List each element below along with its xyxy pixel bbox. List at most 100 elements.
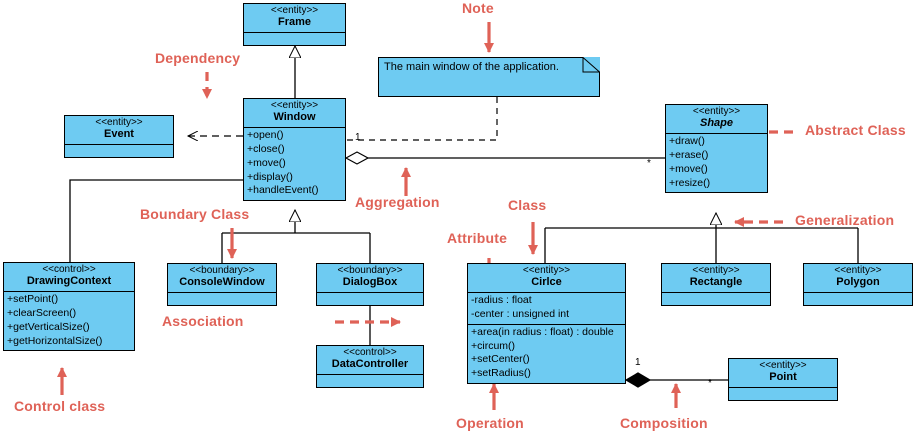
class-name-label: Rectangle <box>689 275 743 288</box>
class-box-window[interactable]: <<entity>> Window +open() +close() +move… <box>243 98 346 202</box>
operation-row: +move() <box>669 162 708 175</box>
class-header-dialogbox: <<boundary>> DialogBox <box>317 264 423 293</box>
stereotype-label: <<entity>> <box>270 5 319 16</box>
operation-row: +setPoint() <box>7 292 59 305</box>
class-header-circle: <<entity>> Cirlce <box>468 264 625 293</box>
operation-row: +getVerticalSize() <box>7 320 90 333</box>
composition-circle-point <box>624 372 728 388</box>
operation-row: +resize() <box>669 176 711 189</box>
class-box-datacontroller[interactable]: <<control>> DataController <box>316 345 424 388</box>
aggregation-window-shape <box>344 151 665 165</box>
operation-row: +circum() <box>471 339 516 352</box>
annotation-dependency: Dependency <box>155 50 241 66</box>
class-box-drawingcontext[interactable]: <<control>> DrawingContext +setPoint() +… <box>3 262 135 352</box>
class-name-label: ConsoleWindow <box>179 275 265 288</box>
operations-compartment: +open() +close() +move() +display() +han… <box>244 128 345 201</box>
note-anchor-line <box>345 97 498 141</box>
attributes-compartment <box>804 293 912 305</box>
multiplicity-window-aggregation: 1 <box>355 132 361 143</box>
operation-row: +setCenter() <box>471 353 530 366</box>
attribute-row: -center : unsigned int <box>471 307 570 320</box>
stereotype-label: <<control>> <box>42 264 96 275</box>
stereotype-label: <<entity>> <box>759 360 807 371</box>
class-header-rectangle: <<entity>> Rectangle <box>662 264 770 293</box>
class-name-label: Frame <box>277 15 312 28</box>
annotation-composition: Composition <box>620 415 708 431</box>
class-name-label: DataController <box>331 357 409 370</box>
operations-compartment: +setPoint() +clearScreen() +getVerticalS… <box>4 292 134 351</box>
operation-row: +setRadius() <box>471 367 531 380</box>
annotation-class: Class <box>508 197 547 213</box>
annotation-note: Note <box>462 0 494 16</box>
operation-row: +handleEvent() <box>247 184 319 197</box>
stereotype-label: <<entity>> <box>95 117 143 128</box>
attributes-compartment: -radius : float -center : unsigned int <box>468 293 625 325</box>
operations-compartment: +draw() +erase() +move() +resize() <box>666 134 767 193</box>
note-shape <box>378 57 600 97</box>
annotation-generalization: Generalization <box>795 212 895 228</box>
annotation-abstract-class: Abstract Class <box>805 122 906 138</box>
attributes-compartment <box>729 388 837 400</box>
class-header-shape: <<entity>> Shape <box>666 105 767 134</box>
class-box-polygon[interactable]: <<entity>> Polygon <box>803 263 913 306</box>
class-box-event[interactable]: <<entity>> Event <box>64 115 174 158</box>
note-box[interactable]: The main window of the application. <box>378 57 600 97</box>
operation-row: +close() <box>247 142 285 155</box>
class-name-label: Event <box>104 127 134 140</box>
class-name-label: DialogBox <box>342 275 398 288</box>
operation-row: +area(in radius : float) : double <box>471 325 614 338</box>
stereotype-label: <<entity>> <box>522 265 571 276</box>
stereotype-label: <<entity>> <box>270 100 319 111</box>
attributes-compartment <box>662 293 770 305</box>
annotation-control-class: Control class <box>14 398 106 414</box>
stereotype-label: <<entity>> <box>692 106 741 117</box>
class-header-event: <<entity>> Event <box>65 116 173 145</box>
class-name-label: Window <box>273 110 316 123</box>
class-box-rectangle[interactable]: <<entity>> Rectangle <box>661 263 771 306</box>
class-header-drawingcontext: <<control>> DrawingContext <box>4 263 134 292</box>
operation-row: +getHorizontalSize() <box>7 334 103 347</box>
note-text: The main window of the application. <box>384 61 559 73</box>
class-box-consolewindow[interactable]: <<boundary>> ConsoleWindow <box>167 263 277 306</box>
class-header-consolewindow: <<boundary>> ConsoleWindow <box>168 264 276 293</box>
stereotype-label: <<boundary>> <box>337 265 403 276</box>
class-name-label: Point <box>769 370 797 383</box>
annotation-aggregation: Aggregation <box>355 194 440 210</box>
stereotype-label: <<control>> <box>343 347 397 358</box>
operation-row: +erase() <box>669 148 709 161</box>
attribute-row: -radius : float <box>471 293 532 306</box>
stereotype-label: <<entity>> <box>834 265 882 276</box>
class-name-label: DrawingContext <box>26 274 112 287</box>
class-header-polygon: <<entity>> Polygon <box>804 264 912 293</box>
multiplicity-shape-aggregation: * <box>647 158 651 169</box>
multiplicity-point-composition: * <box>708 378 712 389</box>
class-box-circle[interactable]: <<entity>> Cirlce -radius : float -cente… <box>467 263 626 385</box>
annotation-boundary-class: Boundary Class <box>140 206 250 222</box>
class-box-point[interactable]: <<entity>> Point <box>728 358 838 401</box>
stereotype-label: <<entity>> <box>692 265 740 276</box>
operation-row: +display() <box>247 170 293 183</box>
operation-row: +open() <box>247 128 284 141</box>
class-header-datacontroller: <<control>> DataController <box>317 346 423 375</box>
operation-row: +move() <box>247 156 286 169</box>
annotation-attribute: Attribute <box>447 230 508 246</box>
stereotype-label: <<boundary>> <box>189 265 255 276</box>
attributes-compartment <box>244 33 345 45</box>
class-box-shape[interactable]: <<entity>> Shape +draw() +erase() +move(… <box>665 104 768 194</box>
multiplicity-circle-composition: 1 <box>635 357 641 368</box>
class-header-frame: <<entity>> Frame <box>244 4 345 33</box>
operations-compartment: +area(in radius : float) : double +circu… <box>468 325 625 384</box>
class-header-point: <<entity>> Point <box>729 359 837 388</box>
class-name-label: Shape <box>699 116 733 129</box>
attributes-compartment <box>317 375 423 387</box>
annotation-association: Association <box>162 313 244 329</box>
class-box-dialogbox[interactable]: <<boundary>> DialogBox <box>316 263 424 306</box>
annotation-operation: Operation <box>456 415 524 431</box>
class-name-label: Polygon <box>836 275 880 288</box>
operation-row: +clearScreen() <box>7 306 77 319</box>
class-header-window: <<entity>> Window <box>244 99 345 128</box>
class-box-frame[interactable]: <<entity>> Frame <box>243 3 346 46</box>
attributes-compartment <box>65 145 173 157</box>
attributes-compartment <box>168 293 276 305</box>
